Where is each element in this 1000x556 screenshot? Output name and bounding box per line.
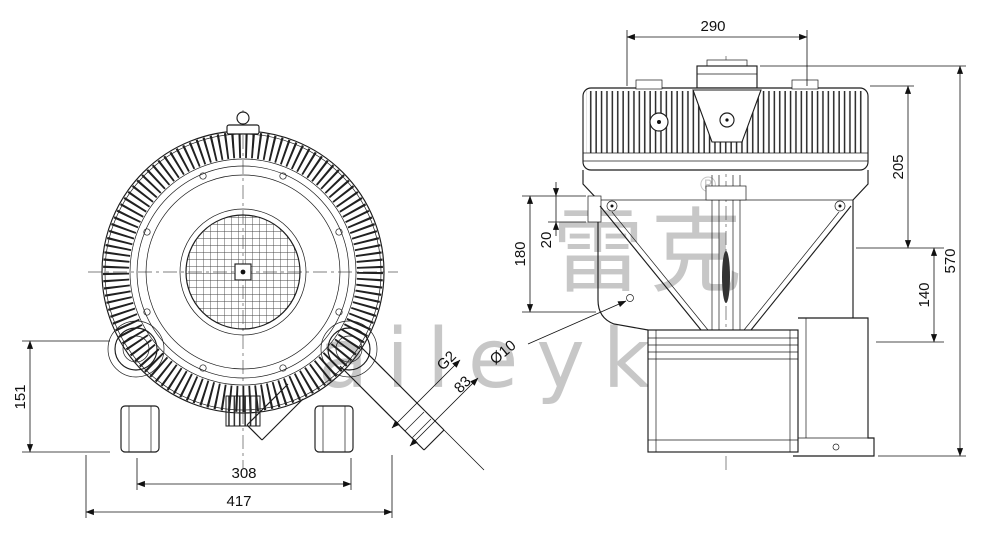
shaft-center-dot: [240, 269, 246, 275]
tapered-body: [599, 175, 852, 331]
front-view: [88, 110, 445, 468]
lifting-eye: [226, 111, 260, 148]
dim-151-label: 151: [12, 384, 29, 409]
side-view: [582, 56, 875, 470]
bolt-holes: [143, 172, 343, 372]
dim-20-label: 20: [538, 232, 555, 249]
outlet-pipe-right: [339, 345, 445, 451]
fan-cover: [582, 79, 869, 171]
dim-205-label: 205: [890, 154, 907, 179]
dim-dia10-label: Ø10: [487, 337, 520, 368]
dim-570-label: 570: [942, 248, 959, 273]
dim-290-label: 290: [700, 18, 725, 35]
dim-308-label: 308: [231, 465, 256, 482]
front-view-dimensions: 151 308 417 G2 83: [12, 340, 485, 518]
watermark-chinese: 雷克: [552, 199, 749, 306]
dim-417-label: 417: [226, 493, 251, 510]
terminal-box: [696, 59, 758, 89]
foot-bracket: [793, 317, 875, 457]
casing-right-outline: [852, 170, 869, 318]
lower-muffler: [647, 329, 799, 453]
left-port: [107, 320, 165, 378]
casing-left-outline: [582, 170, 649, 331]
right-port: [320, 320, 378, 378]
bottom-muffler: [225, 395, 261, 427]
mounting-hole-10mm: [626, 294, 634, 302]
left-foot: [120, 405, 160, 453]
dim-140-label: 140: [916, 282, 933, 307]
right-foot: [314, 405, 354, 453]
left-flange-boss: [587, 195, 602, 223]
dim-g2-label: G2: [434, 348, 460, 374]
dim-83-label: 83: [451, 373, 475, 397]
outlet-stub-left: [246, 383, 304, 441]
dim-180-label: 180: [512, 241, 529, 266]
